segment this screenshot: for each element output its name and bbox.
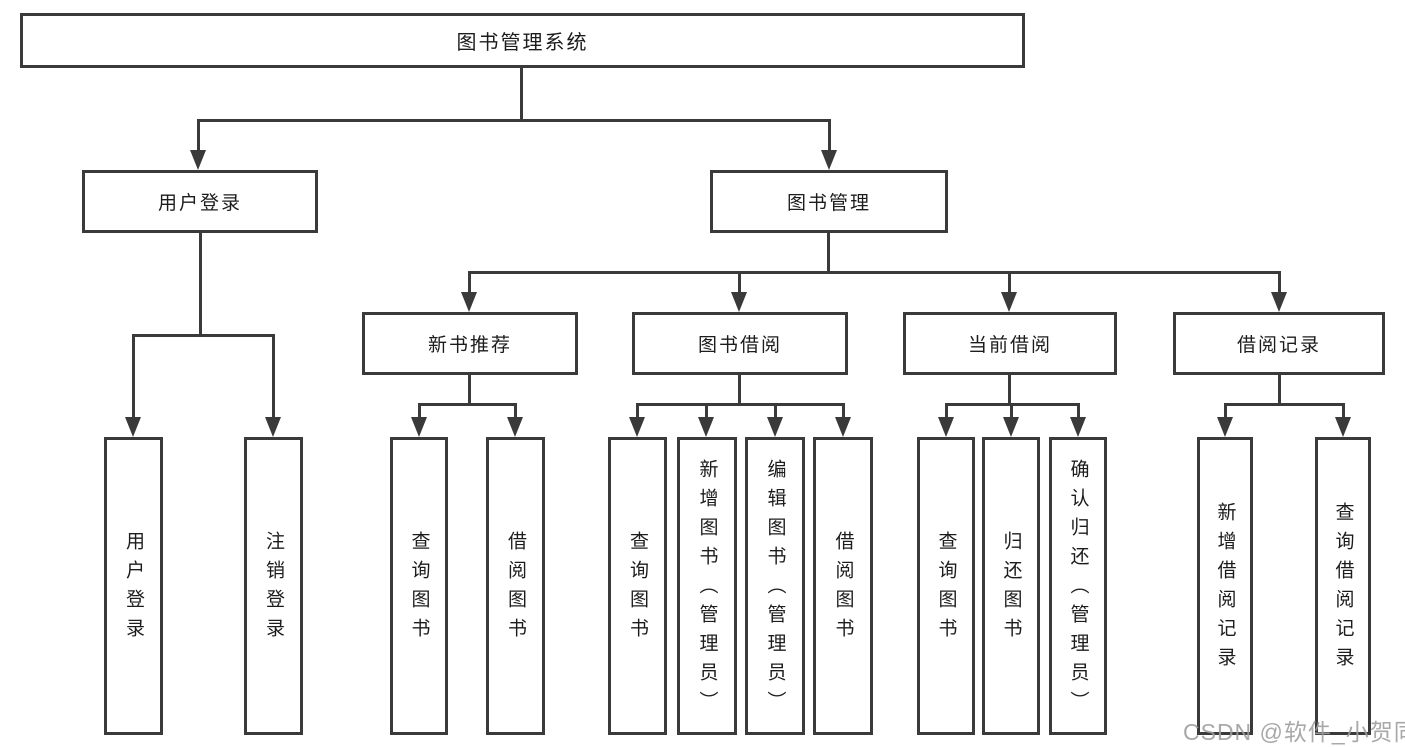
node-borrowing-records: 借阅记录 bbox=[1173, 312, 1385, 375]
arrow-down-icon bbox=[265, 417, 281, 437]
csdn-watermark: CSDN @软件_小贺同学 bbox=[1183, 719, 1405, 745]
leaf-return-books: 归还图书 bbox=[982, 437, 1040, 735]
connector-line bbox=[1278, 272, 1281, 294]
connector-line bbox=[738, 375, 741, 405]
connector-line bbox=[520, 68, 523, 122]
connector-line bbox=[468, 271, 1281, 274]
connector-line bbox=[132, 334, 275, 337]
leaf-confirm-return-admin: 确认归还（管理员） bbox=[1049, 437, 1107, 735]
node-label: 新书推荐 bbox=[427, 335, 512, 356]
arrow-down-icon bbox=[938, 417, 954, 437]
connector-line bbox=[945, 404, 948, 418]
arrow-down-icon bbox=[629, 417, 645, 437]
leaf-edit-books-admin: 编辑图书（管理员） bbox=[745, 437, 805, 735]
node-root-library-system: 图书管理系统 bbox=[20, 13, 1025, 68]
arrow-down-icon bbox=[411, 417, 427, 437]
leaf-label: 用户登录 bbox=[123, 531, 144, 647]
arrow-down-icon bbox=[767, 417, 783, 437]
connector-line bbox=[1224, 404, 1227, 418]
node-root-label: 图书管理系统 bbox=[456, 32, 589, 54]
arrow-down-icon bbox=[821, 150, 837, 170]
arrow-down-icon bbox=[190, 150, 206, 170]
node-user-login-branch: 用户登录 bbox=[82, 170, 318, 233]
arrow-down-icon bbox=[125, 417, 141, 437]
arrow-down-icon bbox=[731, 292, 747, 312]
arrow-down-icon bbox=[1070, 417, 1086, 437]
node-new-book-recommend: 新书推荐 bbox=[362, 312, 578, 375]
connector-line bbox=[1008, 272, 1011, 294]
connector-line bbox=[418, 404, 421, 418]
connector-line bbox=[514, 404, 517, 418]
leaf-label: 借阅图书 bbox=[832, 531, 854, 647]
connector-line bbox=[468, 375, 471, 405]
leaf-add-books-admin: 新增图书（管理员） bbox=[677, 437, 737, 735]
leaf-current-query-books: 查询图书 bbox=[917, 437, 975, 735]
arrow-down-icon bbox=[461, 292, 477, 312]
leaf-label: 查询图书 bbox=[935, 531, 957, 647]
leaf-label: 归还图书 bbox=[1000, 531, 1022, 647]
connector-line bbox=[705, 404, 708, 418]
leaf-borrowing-query-books: 查询图书 bbox=[608, 437, 667, 735]
leaf-newbook-query-books: 查询图书 bbox=[390, 437, 448, 735]
connector-line bbox=[774, 404, 777, 418]
connector-line bbox=[272, 335, 275, 417]
leaf-add-borrow-record: 新增借阅记录 bbox=[1197, 437, 1253, 735]
leaf-user-login: 用户登录 bbox=[104, 437, 163, 735]
node-label: 当前借阅 bbox=[967, 335, 1052, 356]
leaf-label: 编辑图书（管理员） bbox=[764, 458, 786, 720]
connector-line bbox=[738, 272, 741, 294]
connector-line bbox=[132, 335, 135, 417]
connector-line bbox=[827, 233, 830, 273]
connector-line bbox=[636, 403, 845, 406]
leaf-borrowing-borrow-books: 借阅图书 bbox=[813, 437, 873, 735]
arrow-down-icon bbox=[1335, 417, 1351, 437]
leaf-label: 查询图书 bbox=[627, 531, 648, 647]
arrow-down-icon bbox=[835, 417, 851, 437]
connector-line bbox=[828, 120, 831, 150]
node-book-borrowing: 图书借阅 bbox=[632, 312, 848, 375]
arrow-down-icon bbox=[1003, 417, 1019, 437]
connector-line bbox=[1342, 404, 1345, 418]
connector-line bbox=[199, 233, 202, 336]
connector-line bbox=[418, 403, 517, 406]
connector-line bbox=[1077, 404, 1080, 418]
leaf-label: 新增借阅记录 bbox=[1214, 502, 1236, 676]
leaf-label: 新增图书（管理员） bbox=[696, 458, 718, 720]
node-label: 借阅记录 bbox=[1236, 335, 1321, 356]
connector-line bbox=[1278, 375, 1281, 405]
leaf-newbook-borrow-books: 借阅图书 bbox=[486, 437, 545, 735]
connector-line bbox=[1010, 404, 1013, 418]
leaf-label: 确认归还（管理员） bbox=[1067, 458, 1089, 720]
node-book-management-branch: 图书管理 bbox=[710, 170, 948, 233]
leaf-logout: 注销登录 bbox=[244, 437, 303, 735]
arrow-down-icon bbox=[1217, 417, 1233, 437]
connector-line bbox=[197, 120, 200, 150]
node-current-borrowing: 当前借阅 bbox=[903, 312, 1117, 375]
arrow-down-icon bbox=[1001, 292, 1017, 312]
leaf-query-borrow-record: 查询借阅记录 bbox=[1315, 437, 1371, 735]
connector-line bbox=[197, 119, 831, 122]
leaf-label: 注销登录 bbox=[263, 531, 284, 647]
connector-line bbox=[1008, 375, 1011, 405]
connector-line bbox=[842, 404, 845, 418]
node-label: 图书借阅 bbox=[697, 335, 782, 356]
connector-line bbox=[1224, 403, 1345, 406]
leaf-label: 查询借阅记录 bbox=[1332, 502, 1354, 676]
connector-line bbox=[468, 272, 471, 294]
connector-line bbox=[636, 404, 639, 418]
leaf-label: 查询图书 bbox=[408, 531, 430, 647]
arrow-down-icon bbox=[507, 417, 523, 437]
node-label: 图书管理 bbox=[786, 193, 871, 214]
arrow-down-icon bbox=[1271, 292, 1287, 312]
arrow-down-icon bbox=[698, 417, 714, 437]
leaf-label: 借阅图书 bbox=[505, 531, 526, 647]
node-label: 用户登录 bbox=[157, 193, 242, 214]
